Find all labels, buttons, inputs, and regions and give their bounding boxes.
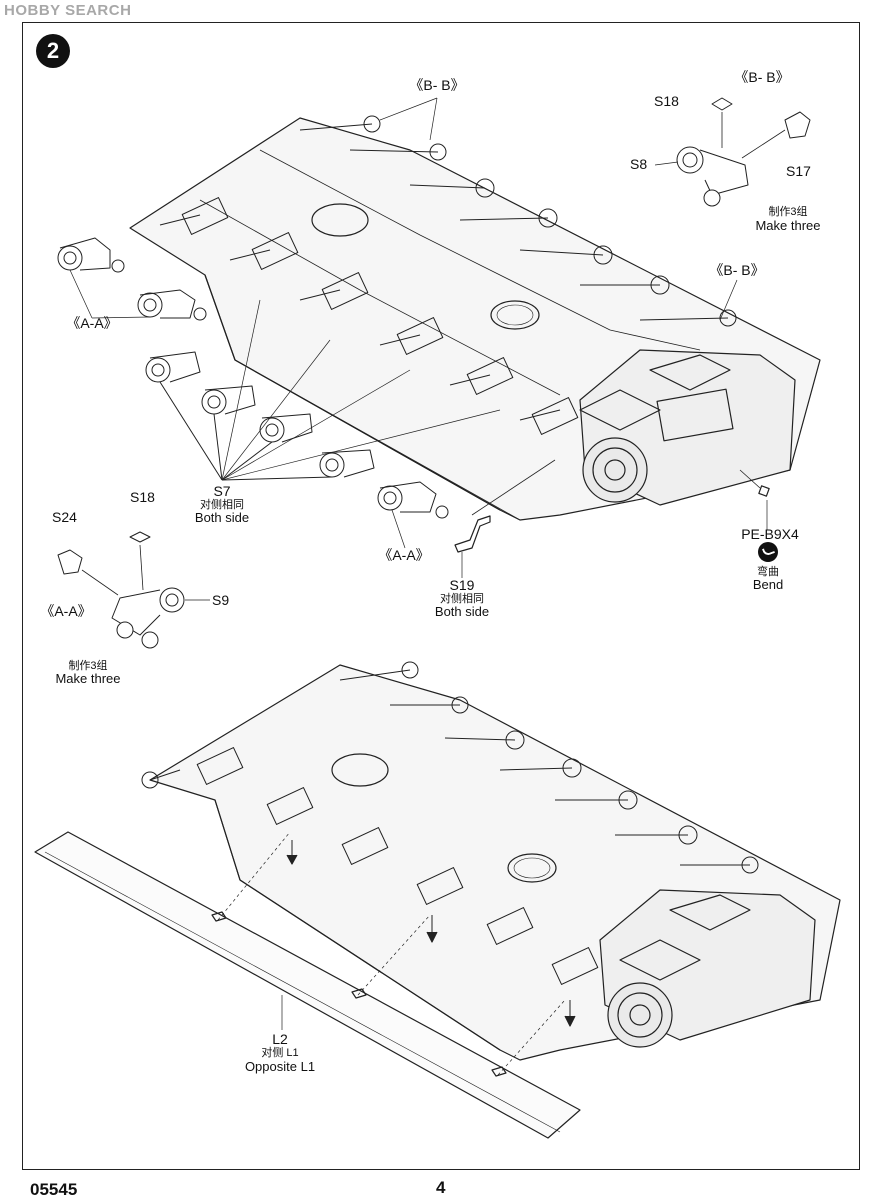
- product-code: 05545: [30, 1180, 78, 1199]
- label-s9: S9: [212, 592, 230, 608]
- label-s18-top: S18: [654, 93, 679, 109]
- label-bend-en: Bend: [752, 577, 784, 592]
- page-number: 4: [436, 1178, 446, 1197]
- label-bb-right: 《B- B》: [709, 262, 765, 278]
- bend-icon: [758, 542, 778, 562]
- label-l2: L2: [272, 1031, 288, 1047]
- label-s19: S19: [449, 577, 475, 593]
- label-make-three-cn-2: 制作3组: [68, 660, 108, 672]
- label-s17: S17: [786, 163, 811, 179]
- label-aa-small: 《A-A》: [40, 603, 92, 619]
- loose-parts-upper: [57, 97, 738, 549]
- label-bend-cn: 弯曲: [757, 566, 779, 578]
- label-s8: S8: [630, 156, 648, 172]
- page-frame: [22, 22, 860, 1170]
- upper-hull-drawing: [129, 115, 821, 553]
- label-s19-cn: 对侧相同: [440, 593, 484, 605]
- label-make-three-en-1: Make three: [755, 218, 821, 233]
- label-make-three-en-2: Make three: [55, 671, 121, 686]
- side-plate-l2: [34, 831, 581, 1139]
- label-l2-cn: 对侧 L1: [261, 1047, 299, 1059]
- label-bb-top: 《B- B》: [409, 77, 465, 93]
- subassembly-aa-small: [57, 531, 210, 649]
- label-s7: S7: [213, 483, 231, 499]
- label-make-three-cn-1: 制作3组: [768, 206, 808, 218]
- step-number-badge: 2: [36, 34, 70, 68]
- watermark: HOBBY SEARCH: [4, 2, 132, 19]
- label-s24: S24: [52, 509, 77, 525]
- label-bb-upper-right: 《B- B》: [734, 69, 790, 85]
- subassembly-bb-top: [654, 97, 811, 207]
- label-aa-mid: 《A-A》: [378, 547, 430, 563]
- label-s18-left: S18: [130, 489, 155, 505]
- label-pe-b9x4: PE-B9X4: [741, 526, 799, 542]
- label-s19-en: Both side: [434, 604, 490, 619]
- label-aa-left: 《A-A》: [66, 315, 118, 331]
- label-l2-en: Opposite L1: [244, 1059, 316, 1074]
- label-s7-cn: 对侧相同: [200, 499, 244, 511]
- lower-hull-drawing: [141, 661, 841, 1061]
- label-s7-en: Both side: [194, 510, 250, 525]
